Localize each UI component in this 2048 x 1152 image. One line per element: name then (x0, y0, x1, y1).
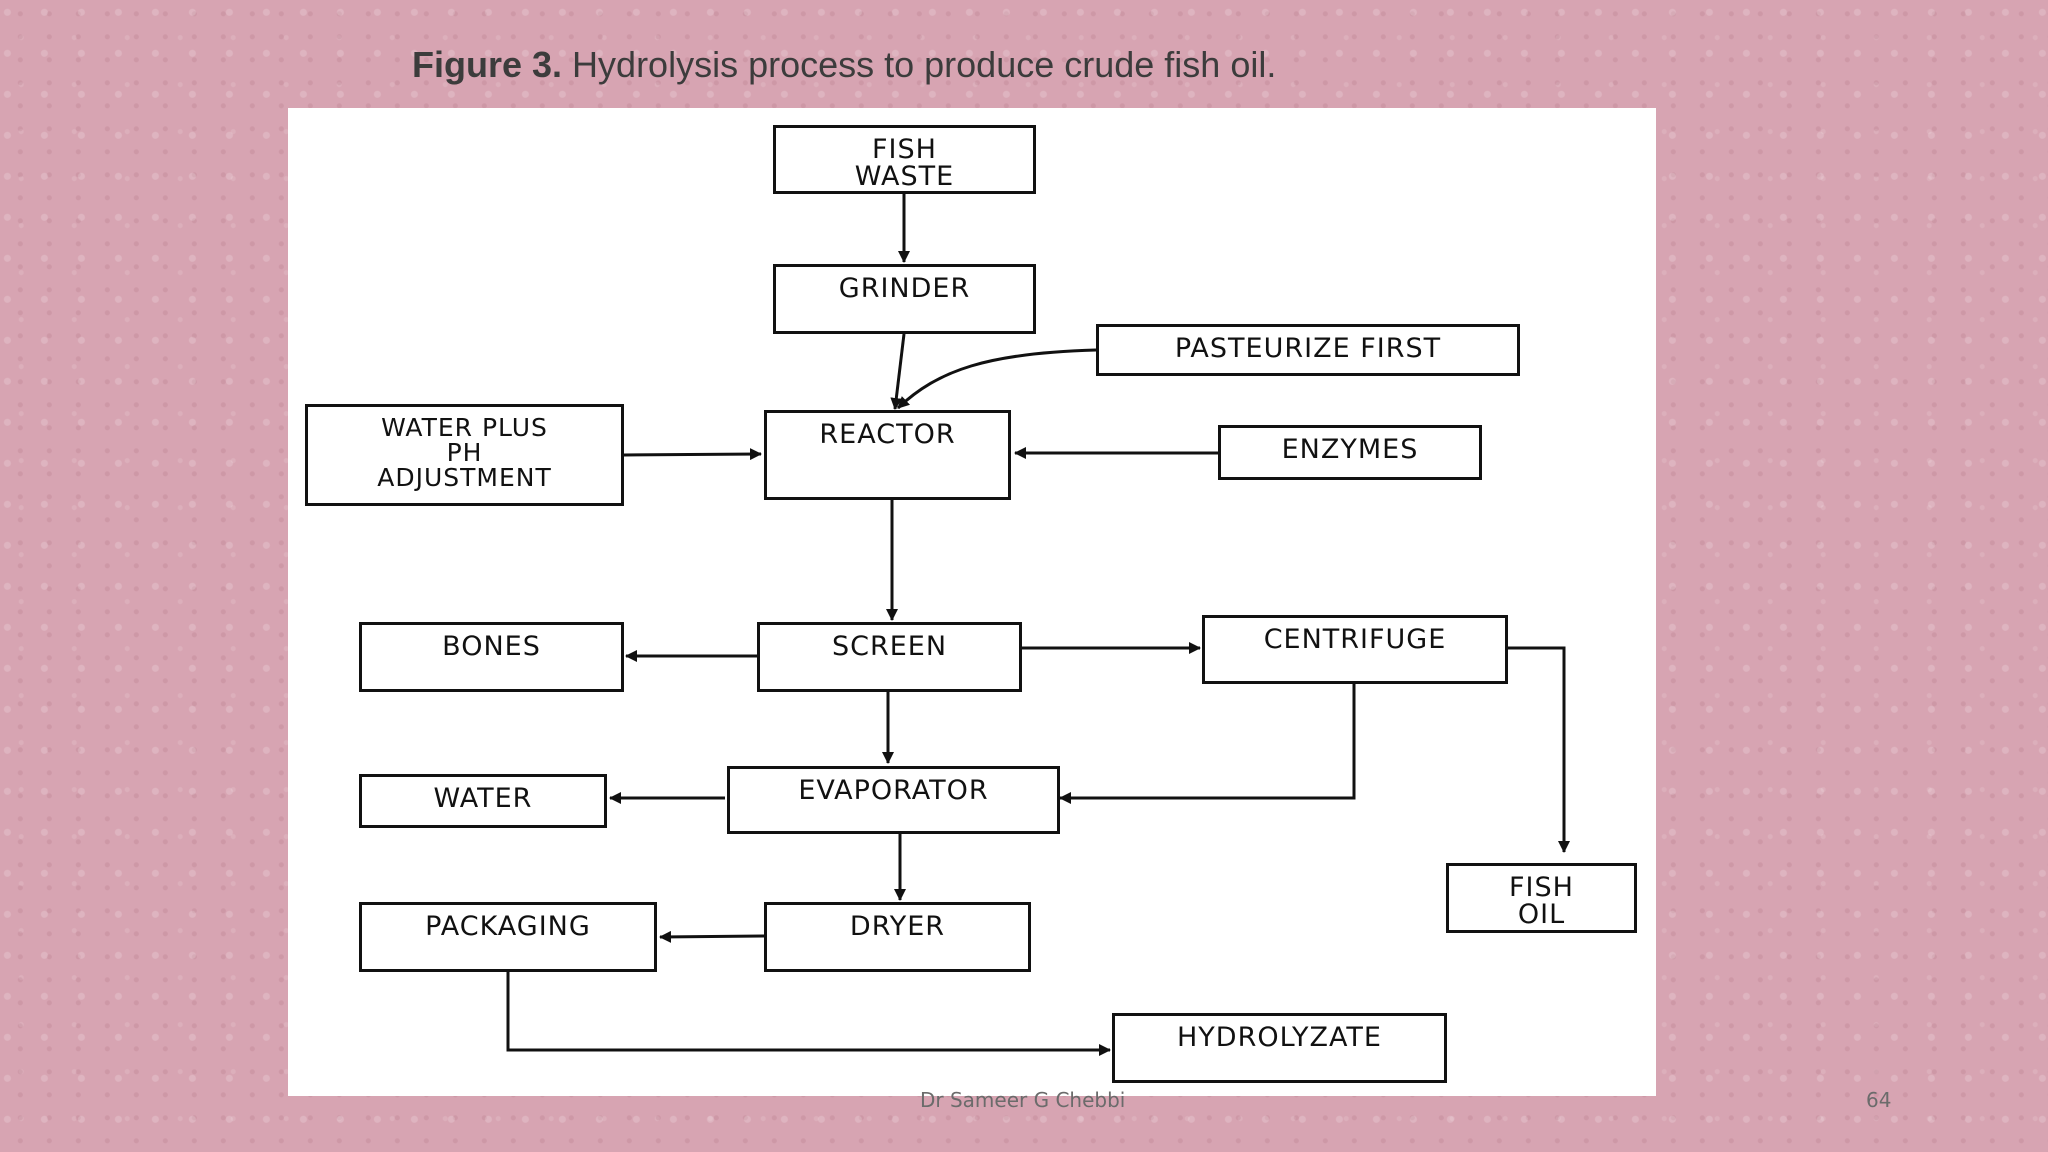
node-dryer: DRYER (764, 902, 1031, 972)
node-bones: BONES (359, 622, 624, 692)
node-evaporator: EVAPORATOR (727, 766, 1060, 834)
node-fish-oil: FISH OIL (1446, 863, 1637, 933)
node-reactor: REACTOR (764, 410, 1011, 500)
flowchart-panel: FISH WASTE GRINDER PASTEURIZE FIRST WATE… (288, 108, 1656, 1096)
node-packaging: PACKAGING (359, 902, 657, 972)
footer-author: Dr Sameer G Chebbi (920, 1088, 1126, 1112)
node-screen: SCREEN (757, 622, 1022, 692)
figure-caption: Figure 3. Hydrolysis process to produce … (412, 44, 1276, 86)
node-fish-waste: FISH WASTE (773, 125, 1036, 194)
node-hydrolyzate: HYDROLYZATE (1112, 1013, 1447, 1083)
figure-label: Figure 3. (412, 44, 563, 85)
edge-centrifuge-evaporator (1059, 684, 1356, 804)
node-pasteurize-first: PASTEURIZE FIRST (1096, 324, 1520, 376)
edge-packaging-hydrolyzate (506, 972, 1111, 1056)
node-water: WATER (359, 774, 607, 828)
edge-waterph-reactor (623, 448, 762, 461)
node-water-ph-adjustment: WATER PLUS PH ADJUSTMENT (305, 404, 624, 506)
page-number: 64 (1866, 1088, 1892, 1112)
edge-pasteurize-reactor (896, 348, 1097, 410)
edge-centrifuge-fishoil (1508, 646, 1570, 853)
node-grinder: GRINDER (773, 264, 1036, 334)
figure-caption-text: Hydrolysis process to produce crude fish… (572, 44, 1277, 85)
node-centrifuge: CENTRIFUGE (1202, 615, 1508, 684)
node-enzymes: ENZYMES (1218, 425, 1482, 480)
flowchart-edges (506, 194, 1570, 1056)
edge-grinder-reactor (890, 333, 906, 410)
edge-dryer-packaging (659, 930, 765, 943)
